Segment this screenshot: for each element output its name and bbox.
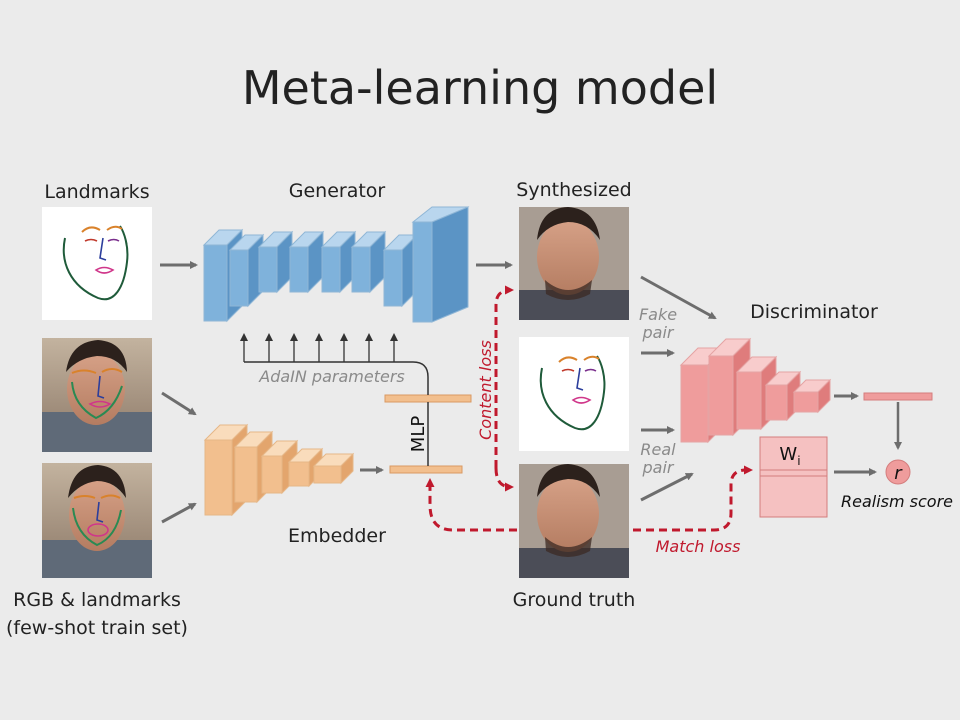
content-loss-path — [494, 285, 514, 492]
real-label: Real — [640, 440, 676, 459]
discriminator-network — [679, 337, 832, 444]
match-loss-path — [425, 465, 753, 532]
synthesized-label: Synthesized — [516, 179, 631, 201]
discriminator-output — [863, 392, 933, 401]
ground-truth-photo — [519, 464, 629, 578]
landmarks-image-2 — [519, 337, 629, 451]
realism-node — [885, 459, 911, 485]
synthesized-photo — [519, 207, 629, 320]
mlp-label: MLP — [408, 416, 429, 453]
rgb-landmarks-label: RGB & landmarks — [13, 589, 181, 611]
few-shot-label: (few-shot train set) — [6, 617, 188, 639]
face-photo-2 — [42, 463, 152, 578]
face-photo-1 — [42, 338, 152, 452]
adain-arrows — [240, 333, 429, 395]
mlp-block: MLP — [384, 394, 472, 474]
ground-truth-label: Ground truth — [513, 589, 636, 611]
flow-arrows — [160, 261, 902, 524]
wi-label: Wi — [779, 444, 800, 468]
generator-label: Generator — [289, 180, 386, 202]
discriminator-label: Discriminator — [750, 301, 878, 323]
r-label: r — [894, 463, 903, 484]
fake-label: Fake — [639, 305, 677, 324]
landmarks-image — [42, 207, 152, 320]
adain-label: AdaIN parameters — [258, 367, 404, 386]
content-loss-label: Content loss — [476, 340, 495, 440]
match-loss-label: Match loss — [656, 537, 741, 556]
fake-pair-label: pair — [642, 323, 675, 342]
real-pair-label: pair — [642, 458, 675, 477]
wi-matrix: Wi — [759, 436, 828, 518]
landmarks-label: Landmarks — [44, 181, 149, 203]
embedder-network — [203, 423, 355, 517]
realism-score-label: Realism score — [841, 492, 953, 511]
generator-network — [202, 206, 470, 323]
embedder-label: Embedder — [288, 525, 386, 547]
page-title: Meta-learning model — [242, 61, 718, 115]
